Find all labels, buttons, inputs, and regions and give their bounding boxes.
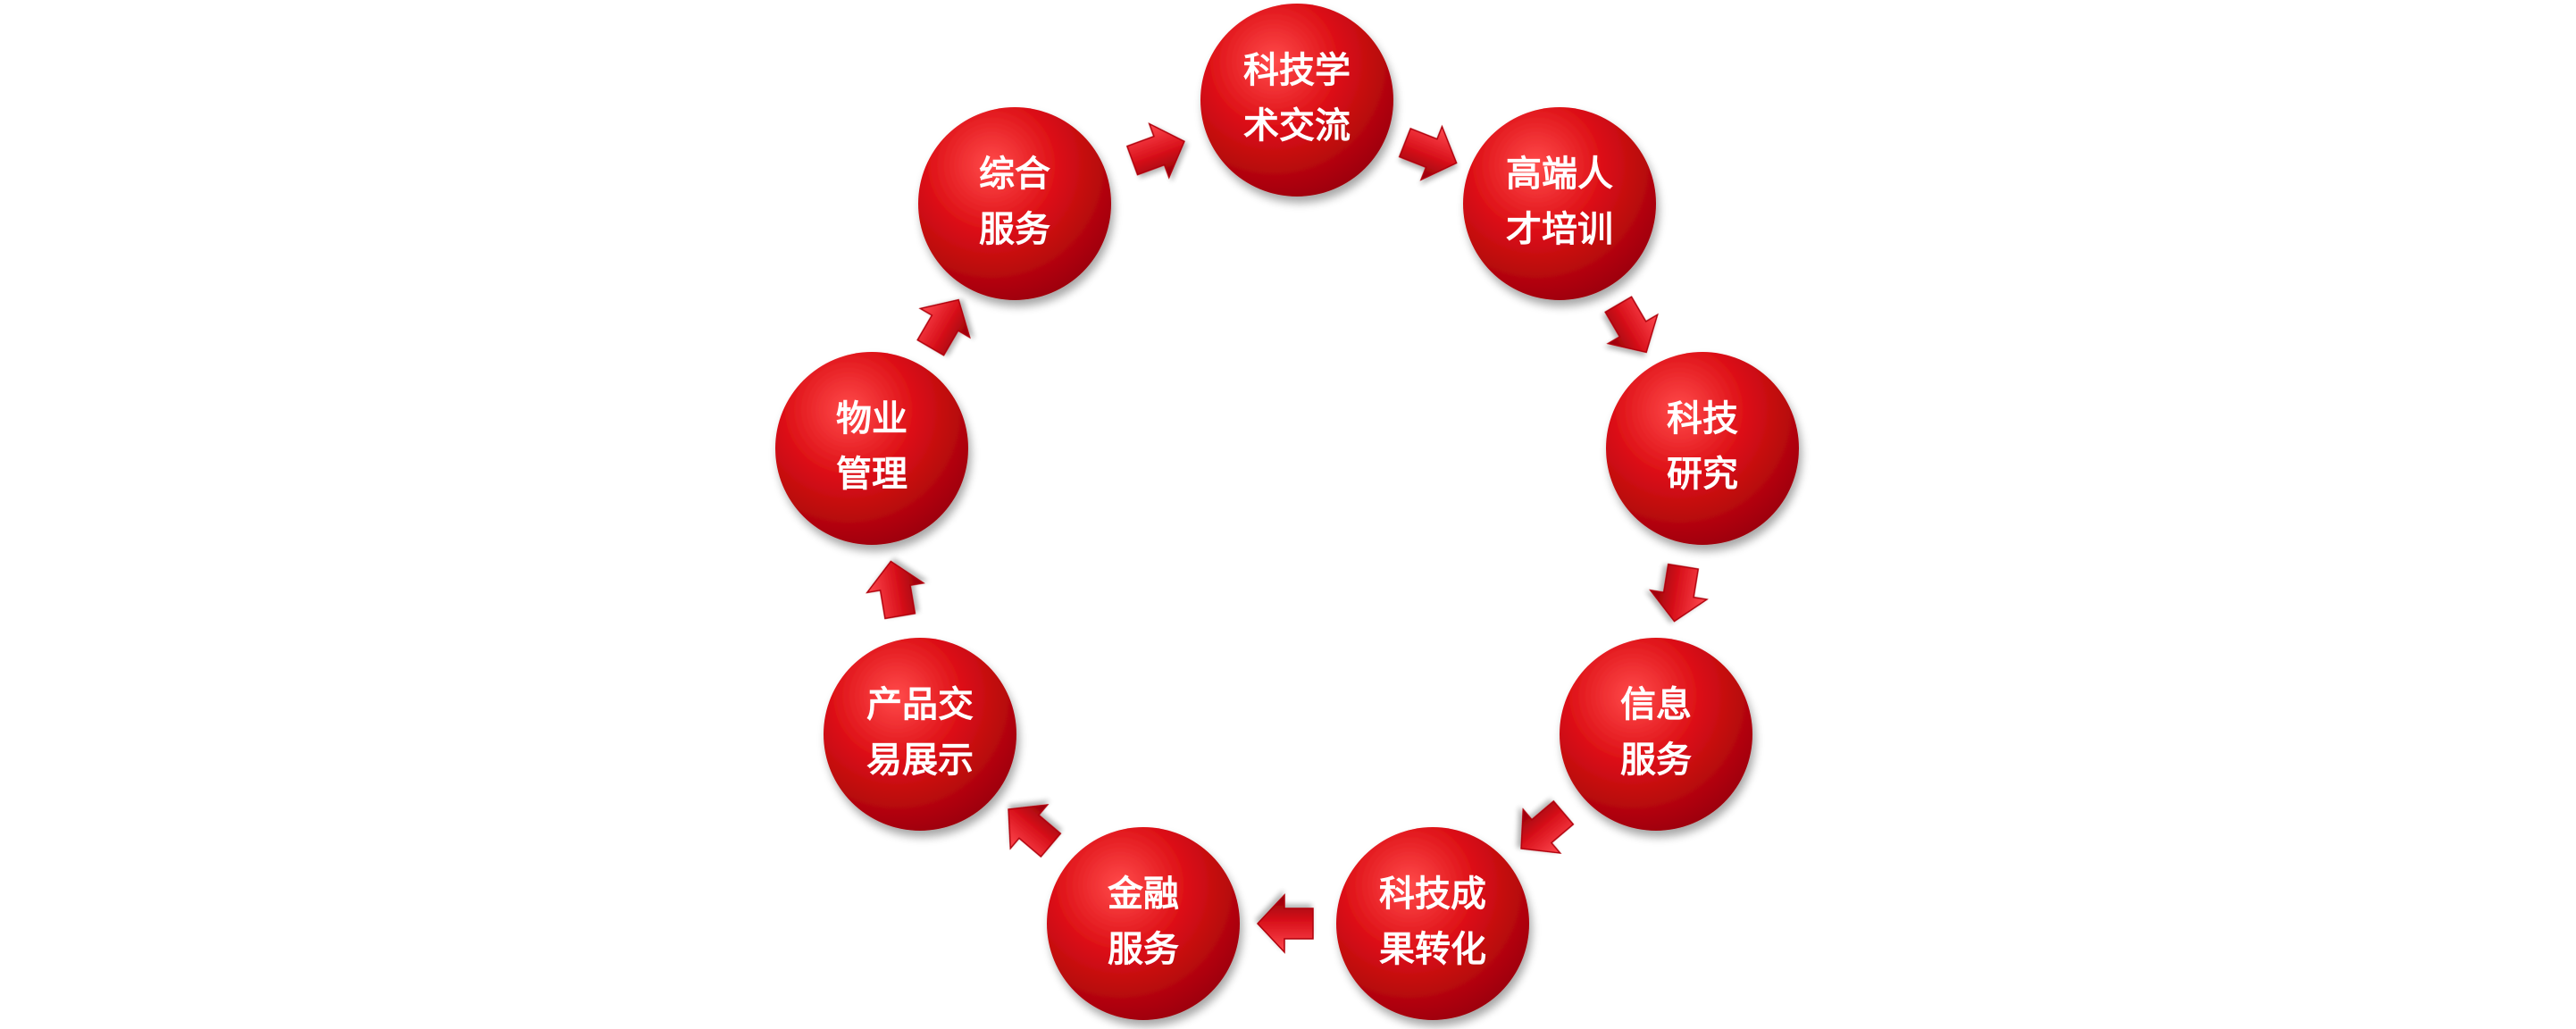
node-circle <box>1606 352 1799 545</box>
node-label-line: 才培训 <box>1506 209 1613 250</box>
node-label-line: 金融 <box>1107 874 1179 915</box>
chevron-arrow-icon <box>1256 893 1314 954</box>
node-circle <box>775 352 968 545</box>
nodes-layer: 科技学术交流高端人才培训科技研究信息服务科技成果转化金融服务产品交易展示物业管理… <box>775 4 1799 1020</box>
node-label-line: 信息 <box>1620 684 1692 725</box>
node-circle <box>1463 107 1656 300</box>
node-label-line: 综合 <box>979 154 1050 195</box>
chevron-arrow-icon <box>1649 563 1709 623</box>
chevron-arrow-icon <box>1398 124 1458 181</box>
node-label-line: 产品交 <box>866 684 974 725</box>
node-circle <box>824 638 1016 831</box>
node-label-line: 科技成 <box>1379 874 1486 915</box>
node-label-line: 果转化 <box>1379 929 1486 970</box>
node-circle <box>918 107 1111 300</box>
chevron-arrow-icon <box>1125 122 1185 180</box>
chevron-arrow-icon <box>1520 799 1575 854</box>
node-label-line: 易展示 <box>866 740 974 781</box>
arrows-layer <box>866 122 1709 954</box>
node-label-line: 术交流 <box>1243 105 1351 146</box>
chevron-arrow-icon <box>1008 804 1062 858</box>
node-label-line: 科技学 <box>1243 50 1351 91</box>
chevron-arrow-icon <box>916 298 971 356</box>
node-circle <box>1047 827 1240 1020</box>
node-label-line: 科技 <box>1667 398 1738 439</box>
node-circle <box>1560 638 1752 831</box>
node-label-line: 物业 <box>836 398 907 439</box>
node-label-line: 管理 <box>836 454 907 495</box>
node-label-line: 高端人 <box>1506 154 1613 195</box>
node-label-line: 服务 <box>979 209 1050 250</box>
node-circle <box>1336 827 1529 1020</box>
node-label-line: 服务 <box>1108 929 1179 970</box>
node-label-line: 服务 <box>1620 740 1692 781</box>
node-label-line: 研究 <box>1667 454 1738 495</box>
node-circle <box>1200 4 1393 197</box>
chevron-arrow-icon <box>866 560 925 620</box>
chevron-arrow-icon <box>1604 296 1659 354</box>
